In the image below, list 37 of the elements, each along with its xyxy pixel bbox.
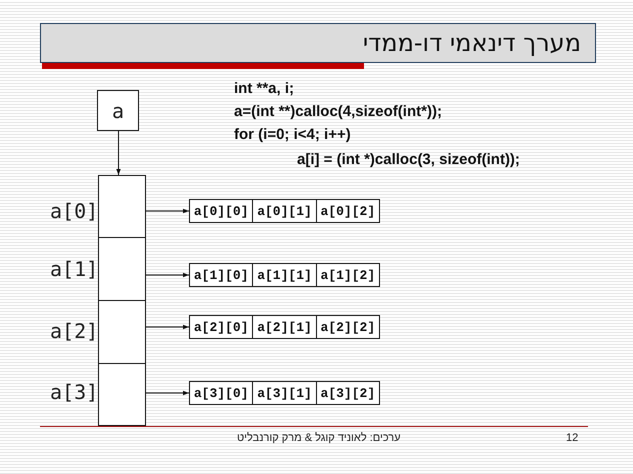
pointer-slot (98, 300, 146, 364)
array-element: a[2][0] (190, 316, 252, 338)
array-element: a[3][2] (316, 382, 379, 404)
array-element: a[2][1] (252, 316, 316, 338)
int-array-row (189, 199, 380, 223)
pointer-slot (98, 363, 146, 426)
code-line: int **a, i; (234, 80, 294, 97)
page-number: 12 (566, 432, 578, 444)
array-element: a[1][1] (252, 264, 316, 286)
arrow (146, 208, 190, 214)
index-label: a[1] (50, 257, 98, 281)
index-label: a[3] (50, 380, 98, 404)
code-line: for (i=0; i<4; i++) (234, 126, 351, 143)
array-element: a[0][0] (190, 200, 252, 222)
pointer-slot (98, 175, 146, 238)
array-element: a[3][1] (252, 382, 316, 404)
arrow (146, 272, 190, 278)
code-line: a=(int **)calloc(4,sizeof(int*)); (234, 103, 442, 120)
footer-credits: ערכים: לאוניד קוגל & מרק קורנבליט (237, 432, 401, 444)
int-array-row (189, 263, 380, 287)
pointer-slot (98, 237, 146, 301)
arrow (146, 324, 190, 330)
array-element: a[3][0] (190, 382, 252, 404)
variable-box: a (97, 90, 139, 131)
index-label: a[0] (50, 199, 98, 223)
slide-title: מערך דינאמי דו-ממדי (362, 29, 581, 57)
index-label: a[2] (50, 319, 98, 343)
arrow (116, 130, 121, 176)
array-element: a[1][2] (316, 264, 379, 286)
array-element: a[0][1] (252, 200, 316, 222)
code-line: a[i] = (int *)calloc(3, sizeof(int)); (297, 151, 520, 168)
int-array-row (189, 315, 380, 339)
array-element: a[2][2] (316, 316, 379, 338)
int-array-row (189, 381, 380, 405)
array-element: a[1][0] (190, 264, 252, 286)
array-element: a[0][2] (316, 200, 379, 222)
arrow (146, 390, 190, 396)
